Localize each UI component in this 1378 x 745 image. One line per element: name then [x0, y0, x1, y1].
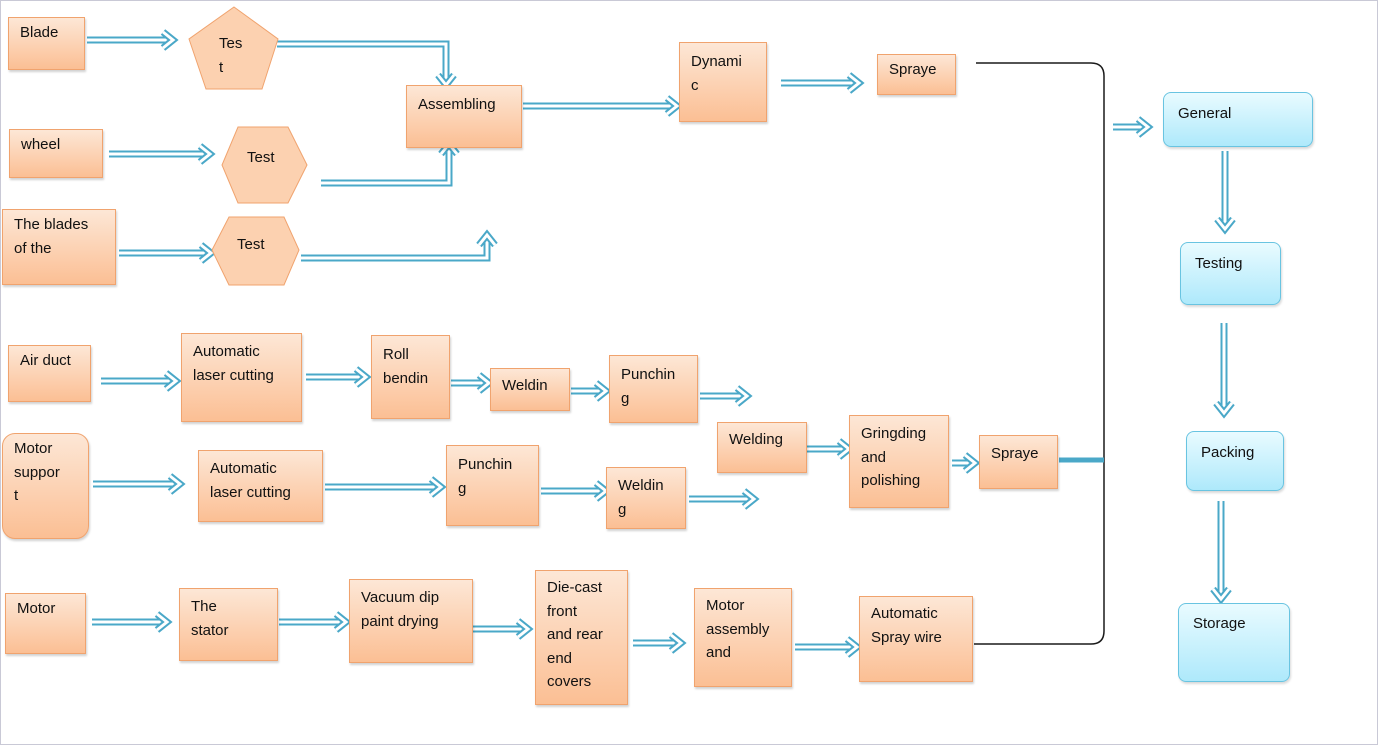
- node-spray-2: Spraye: [979, 435, 1058, 489]
- node-stator: The stator: [179, 588, 278, 661]
- node-packing: Packing: [1186, 431, 1284, 491]
- node-vacuum-dip: Vacuum dip paint drying: [349, 579, 473, 663]
- node-motor-assembly: Motor assembly and: [694, 588, 792, 687]
- node-wheel: wheel: [9, 129, 103, 178]
- node-grinding-polishing: Gringding and polishing: [849, 415, 949, 508]
- node-welding-1: Weldin: [490, 368, 570, 411]
- test-hexagon-2: [211, 216, 300, 286]
- node-assembling: Assembling: [406, 85, 522, 148]
- node-roll-bending: Roll bendin: [371, 335, 450, 419]
- merge-bracket: [974, 62, 1105, 645]
- node-storage: Storage: [1178, 603, 1290, 682]
- node-motor: Motor: [5, 593, 86, 654]
- node-welding-3: Welding: [717, 422, 807, 473]
- arrow-test3-up: [301, 239, 491, 262]
- node-die-cast: Die-cast front and rear end covers: [535, 570, 628, 705]
- label-test-pentagon: Tes t: [219, 35, 243, 76]
- test-pentagon: [188, 6, 279, 90]
- arrow-test-to-assembling: [277, 40, 450, 81]
- node-laser-cutting-2: Automatic laser cutting: [198, 450, 323, 522]
- node-blades-of-the: The blades of the: [2, 209, 116, 285]
- node-spray-wire: Automatic Spray wire: [859, 596, 973, 682]
- node-general: General: [1163, 92, 1313, 147]
- node-welding-2: Weldin g: [606, 467, 686, 529]
- label-test-hexagon-1: Test: [247, 149, 275, 166]
- node-air-duct: Air duct: [8, 345, 91, 402]
- node-punching-2: Punchin g: [446, 445, 539, 526]
- node-laser-cutting-1: Automatic laser cutting: [181, 333, 302, 422]
- node-dynamic: Dynami c: [679, 42, 767, 122]
- label-test-hexagon-2: Test: [237, 236, 265, 253]
- node-blade: Blade: [8, 17, 85, 70]
- node-motor-support: Motor suppor t: [2, 433, 89, 539]
- node-spray-1: Spraye: [877, 54, 956, 95]
- node-punching-1: Punchin g: [609, 355, 698, 423]
- node-testing: Testing: [1180, 242, 1281, 305]
- arrow-test2-to-assembling: [321, 148, 453, 187]
- test-hexagon-1: [221, 126, 308, 204]
